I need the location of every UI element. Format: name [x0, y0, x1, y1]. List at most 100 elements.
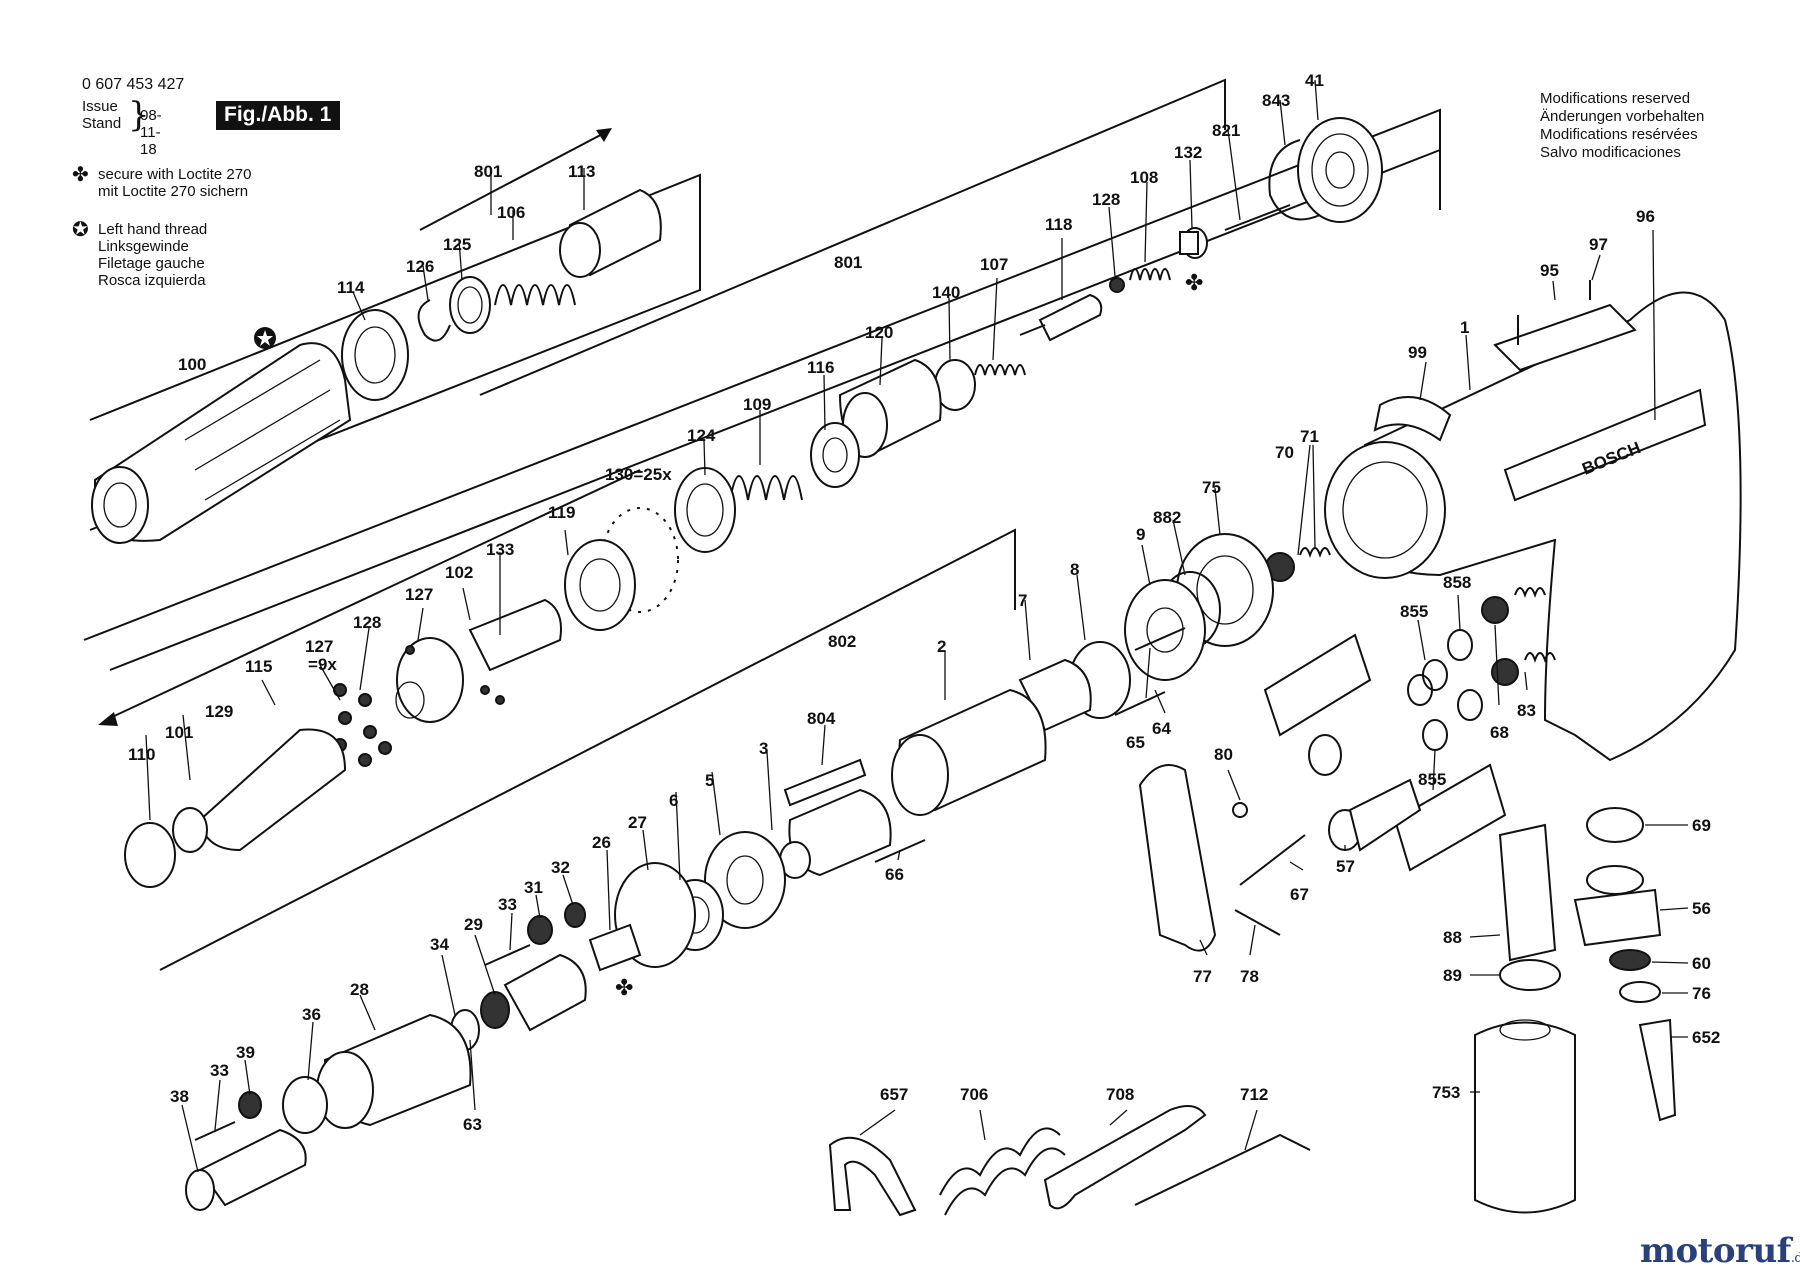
pin-67 [1239, 834, 1306, 886]
callout-120: 120 [865, 323, 893, 342]
grip-657 [828, 1136, 917, 1217]
ball-128-top [1109, 277, 1125, 293]
callout-821: 821 [1212, 121, 1240, 140]
callout-57: 57 [1336, 857, 1355, 876]
callout-41: 41 [1305, 71, 1324, 90]
pinion-39 [194, 1091, 262, 1141]
cylinder-2 [891, 688, 1047, 816]
spring-106 [494, 284, 576, 306]
gear-housing-28 [316, 1013, 472, 1129]
callout-83: 83 [1517, 701, 1536, 720]
callout-36: 36 [302, 1005, 321, 1024]
callout-1: 1 [1460, 318, 1469, 337]
clip-843 [1268, 139, 1321, 221]
callout-71: 71 [1300, 427, 1319, 446]
callout-712: 712 [1240, 1085, 1268, 1104]
callout-843: 843 [1262, 91, 1290, 110]
svg-text:✤: ✤ [1185, 271, 1203, 296]
small-band-frame [89, 173, 701, 531]
callout-113: 113 [568, 162, 595, 181]
callout-2: 2 [937, 637, 946, 656]
washer-116 [810, 422, 860, 488]
top-bracket [479, 78, 1226, 396]
callout-76: 76 [1692, 984, 1711, 1003]
plug-132 [1179, 227, 1208, 259]
callout-33-a: 33 [498, 895, 517, 914]
valve-bushes [1263, 633, 1507, 872]
callout-107: 107 [980, 255, 1008, 274]
callout-114: 114 [337, 278, 365, 297]
callout-140: 140 [932, 283, 960, 302]
vanes-804 [783, 758, 867, 807]
callout-128-b: 128 [353, 613, 381, 632]
callout-802: 802 [828, 632, 856, 651]
hose-nipple-652 [1638, 1018, 1677, 1122]
notice-line-de: Änderungen vorbehalten [1540, 108, 1705, 125]
front-sleeve-100 [91, 342, 352, 544]
callout-109: 109 [743, 395, 771, 414]
ring-125 [449, 276, 491, 334]
callout-116: 116 [807, 358, 834, 377]
callout-101: 101 [165, 723, 193, 742]
plate-95 [1493, 303, 1637, 372]
watermark-tld: .de [1790, 1251, 1800, 1266]
callout-27: 27 [628, 813, 647, 832]
callout-652: 652 [1692, 1028, 1720, 1047]
callout-127-a: 127 [405, 585, 433, 604]
trigger-77 [1138, 764, 1217, 952]
callout-102: 102 [445, 563, 473, 582]
callout-96: 96 [1636, 207, 1655, 226]
callout-38: 38 [170, 1087, 189, 1106]
callout-29: 29 [464, 915, 483, 934]
watermark-name: motoruf [1640, 1231, 1791, 1271]
callout-34: 34 [430, 935, 449, 954]
spring-71 [1299, 547, 1331, 558]
pin-821 [1224, 204, 1291, 231]
left-thread-mark-icon [254, 327, 276, 349]
callout-9: 9 [1136, 525, 1145, 544]
callout-108: 108 [1130, 168, 1158, 187]
clip-126 [417, 299, 451, 342]
callout-128-top: 128 [1092, 190, 1120, 209]
callout-127-b: 127 [305, 637, 333, 656]
callout-6: 6 [669, 791, 678, 810]
callout-75: 75 [1202, 478, 1221, 497]
planet-carrier-29 [480, 953, 587, 1032]
issue-block: Issue Stand } 08-11-18 [82, 98, 162, 158]
callout-7: 7 [1018, 591, 1027, 610]
callout-66: 66 [885, 865, 904, 884]
callout-801-b: 801 [834, 253, 862, 272]
legend-loctite-line-2: mit Loctite 270 sichern [98, 183, 249, 200]
callout-129: 129 [205, 702, 233, 721]
cover-41 [1297, 117, 1383, 223]
loctite-symbol-icon: ✤ [72, 164, 89, 186]
watermark: motoruf.de [1640, 1231, 1800, 1271]
figure-badge: Fig./Abb. 1 [216, 101, 341, 130]
notice-line-fr: Modifications resérvées [1540, 126, 1698, 143]
callout-855-a: 855 [1400, 602, 1428, 621]
valve-80 [1232, 734, 1342, 818]
muffler-753 [1474, 1019, 1576, 1214]
callout-63: 63 [463, 1115, 482, 1134]
callout-125: 125 [443, 235, 471, 254]
stand-label: Stand [82, 115, 122, 132]
callout-126: 126 [406, 257, 434, 276]
callout-69: 69 [1692, 816, 1711, 835]
legend-thread-line-3: Filetage gauche [98, 255, 205, 272]
callout-804: 804 [807, 709, 836, 728]
callout-133: 133 [486, 540, 514, 559]
callout-657: 657 [880, 1085, 908, 1104]
callout-708: 708 [1106, 1085, 1134, 1104]
modifications-notice: Modifications reserved Änderungen vorbeh… [1540, 90, 1704, 162]
callout-67: 67 [1290, 885, 1309, 904]
chuck-body-102 [395, 598, 562, 723]
callout-706: 706 [960, 1085, 988, 1104]
loctite-mark-icon: ✤ ✤ [615, 271, 1203, 1001]
bearing-36 [282, 1076, 328, 1134]
pinion-26 [588, 923, 642, 972]
callout-56: 56 [1692, 899, 1711, 918]
callout-64: 64 [1152, 719, 1171, 738]
callout-115: 115 [245, 657, 272, 676]
svg-text:✤: ✤ [615, 976, 633, 1001]
callout-77: 77 [1193, 967, 1212, 986]
